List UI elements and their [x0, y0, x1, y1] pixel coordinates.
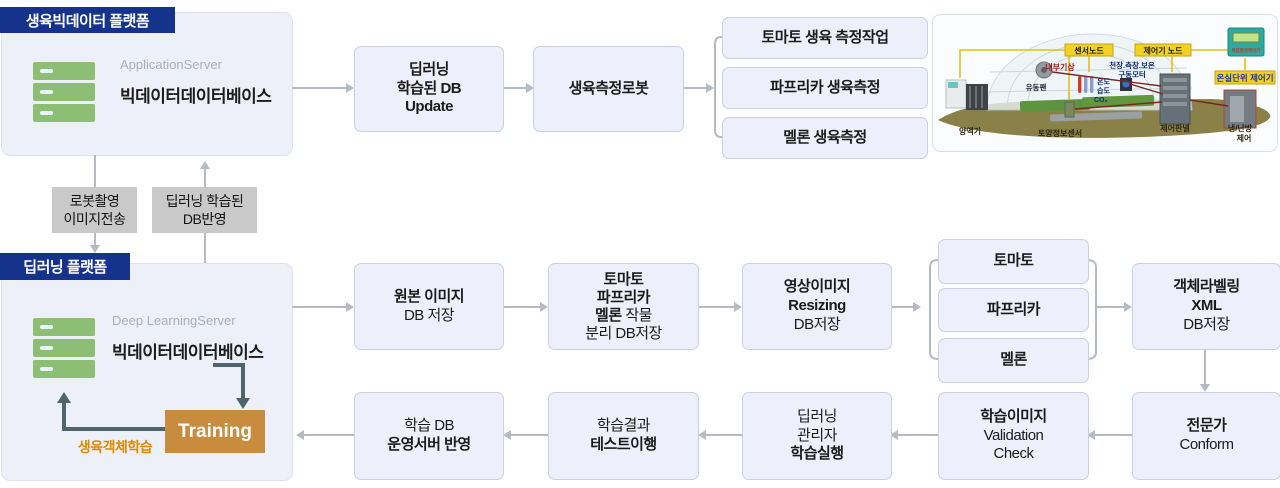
flow-box-crop-paprika: 파프리카 [938, 288, 1089, 332]
nutrient-machine [945, 79, 988, 110]
flow-box-crop-tomato: 토마토 [938, 239, 1089, 284]
ground-labels: 양액기 토양정보센서 제어판넬 냉/난방 제어 [959, 123, 1253, 143]
motor-label-2: 구동모터 [1118, 69, 1146, 79]
bigdata-database-label-top: 빅데이터데이터베이스 [120, 87, 272, 106]
inner-weather-label: 내부기상 [1045, 62, 1075, 72]
growth-object-learning-label: 생육객체학습 [77, 439, 153, 455]
training-box: Training [165, 410, 265, 453]
application-server-icon [33, 62, 95, 125]
flow-box-melon-measure: 멜론 생육측정 [722, 117, 928, 159]
hvac-label-2: 제어 [1237, 133, 1252, 143]
motor-label-1: 천장.측창.보온 [1109, 60, 1155, 70]
env-device-label: 복합환경제어기 [1232, 47, 1261, 54]
soil-sensor-label: 토양정보센서 [1038, 128, 1082, 138]
deep-learning-server-label: Deep LearningServer [112, 313, 236, 328]
growth-platform-header: 생육빅데이터 플랫폼 [0, 7, 175, 33]
sensor-node-label: 센서노드 [1074, 46, 1104, 56]
smart-greenhouse-illustration: 복합환경제어기 센서노드 제어기 노드 온실단위 제어기 내부기상 천장.측창.… [932, 14, 1278, 152]
hvac-label-1: 냉/난방 [1228, 123, 1253, 133]
greenhouse-svg: 복합환경제어기 센서노드 제어기 노드 온실단위 제어기 내부기상 천장.측창.… [932, 14, 1278, 152]
hvac-unit [1223, 89, 1257, 129]
controller-node-label: 제어기 노드 [1143, 46, 1183, 56]
flow-box-crop-melon: 멜론 [938, 338, 1089, 383]
humidity-label: 습도 [1097, 86, 1110, 95]
circulation-fan [1035, 61, 1053, 79]
bigdata-database-label-bottom: 빅데이터데이터베이스 [112, 343, 264, 362]
temp-label: 온도 [1097, 77, 1110, 86]
co2-label: CO₂ [1094, 97, 1108, 104]
thermometer-icons [1078, 76, 1094, 93]
env-device: 복합환경제어기 [1227, 27, 1265, 57]
control-panel-label: 제어판넬 [1160, 123, 1189, 133]
deeplearning-platform-header: 딥러닝 플랫폼 [0, 253, 130, 280]
deep-learning-server-icon [33, 318, 95, 381]
application-server-label: ApplicationServer [120, 57, 222, 72]
flow-box-growth-measure-robot: 생육측정로봇 [533, 46, 684, 132]
yellow-labels: 센서노드 제어기 노드 온실단위 제어기 [1064, 43, 1276, 85]
control-panel-box [1159, 73, 1191, 125]
control-arrows [1051, 71, 1229, 110]
inner-labels: 내부기상 천장.측창.보온 구동모터 온도 습도 CO₂ 유동팬 [1026, 60, 1155, 104]
nutrient-label: 양액기 [959, 126, 981, 136]
fan-label: 유동팬 [1026, 82, 1047, 92]
flow-box-paprika-measure: 파프리카 생육측정 [722, 67, 928, 109]
soil-sensor-device [1064, 101, 1075, 118]
unit-controller-label: 온실단위 제어기 [1216, 73, 1273, 83]
flow-box-tomato-measure: 토마토 생육 측정작업 [722, 17, 928, 59]
